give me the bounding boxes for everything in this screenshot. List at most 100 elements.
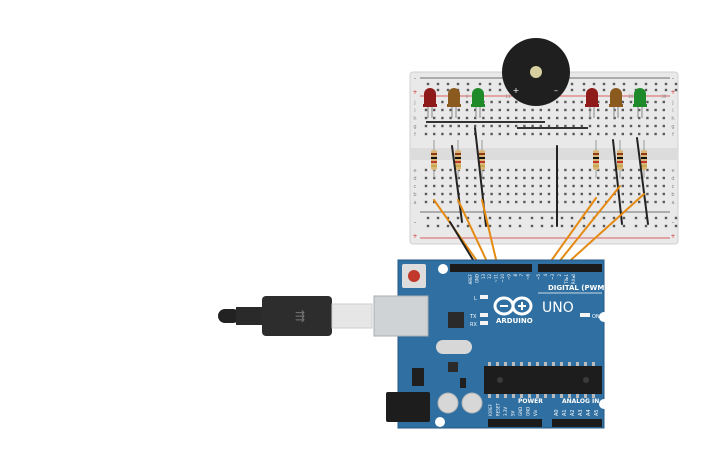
power-pin-label: IOREF [488,403,493,416]
breadboard-hole [424,200,428,204]
breadboard-hole [572,176,575,180]
breadboard-hole [646,132,649,136]
rail-hole [602,82,606,86]
breadboard-hole [531,108,534,112]
row-label: h [413,116,416,122]
breadboard-hole [638,200,641,204]
analog-header [552,419,602,427]
chip-pin [488,394,491,398]
breadboard-hole [498,100,501,104]
breadboard-hole [638,108,641,112]
breadboard-hole [506,108,510,112]
transistor [460,378,466,388]
rail-hole [674,88,678,92]
mounting-hole [599,399,609,409]
breadboard-hole [441,184,444,188]
black-wire [636,137,649,225]
rail-hole [664,88,668,92]
breadboard-hole [654,184,657,188]
digital-pin-label: 7 [519,274,524,277]
rail-hole [488,216,492,220]
breadboard-hole [629,100,633,104]
digital-pin-label: 4 [543,274,548,277]
breadboard-hole [646,168,649,172]
breadboard-hole [646,100,649,104]
breadboard-hole [638,116,641,120]
buzzer-center [530,66,542,78]
row-label: a [413,200,416,206]
power-pin-label: GND [526,407,531,416]
breadboard-hole [539,200,542,204]
breadboard-hole [506,184,510,188]
breadboard-hole [539,116,542,120]
led [423,88,437,118]
breadboard-hole [580,176,583,180]
breadboard-hole [515,100,518,104]
breadboard-hole [482,108,485,112]
breadboard-hole [556,124,559,128]
breadboard-hole [646,176,649,180]
orange-wire [553,185,621,269]
breadboard-hole [547,108,551,112]
power-jack [386,392,430,422]
row-label: e [413,168,416,174]
breadboard-hole [580,192,583,196]
breadboard-hole [638,176,641,180]
chip-dot [497,377,503,383]
breadboard-hole [539,124,542,128]
chip-pin [504,394,507,398]
breadboard-hole [523,132,526,136]
rail-hole [498,88,502,92]
breadboard-hole [588,132,592,136]
led [471,88,485,118]
resistor [431,140,437,178]
resistors [431,140,647,178]
rail-hole [478,216,482,220]
breadboard-hole [654,108,657,112]
breadboard-hole [556,116,559,120]
breadboard-hole [441,192,444,196]
atmega-chip [484,366,602,394]
breadboard-hole [441,116,444,120]
mounting-hole [599,312,609,322]
led [609,88,623,118]
breadboard-hole [646,124,649,128]
breadboard-hole [523,192,526,196]
rail-hole [550,216,554,220]
analog-label: ANALOG IN [562,398,599,405]
breadboard-hole [547,132,551,136]
breadboard-hole [621,192,624,196]
breadboard-hole [564,168,567,172]
breadboard-hole [490,132,493,136]
usb-b-port [373,295,429,337]
row-label: c [414,184,417,190]
usb-plug-body [262,296,332,336]
breadboard-hole [498,124,501,128]
breadboard-hole [621,108,624,112]
resistor [641,140,647,178]
rail-hole [654,216,658,220]
digital-pin-label: ~6 [526,274,531,280]
digital-pin-label: ~10 [500,274,505,283]
analog-pin-label: A2 [570,409,576,416]
capacitor [461,392,483,414]
breadboard-hole [588,168,592,172]
breadboard-hole [441,100,444,104]
breadboard-hole [654,192,657,196]
chip-pin [560,362,563,366]
digital-pin-label: ~3 [550,274,555,280]
breadboard-hole [441,176,444,180]
rail-hole [570,82,574,86]
breadboard-hole [613,168,616,172]
breadboard-hole [490,184,493,188]
rail-hole [456,224,460,228]
breadboard-hole [490,200,493,204]
rail-sign-label: + [670,89,675,96]
usb-plug-metal [331,303,373,329]
breadboard-hole [629,176,633,180]
chip-pin [504,362,507,366]
rail-hole [612,82,616,86]
breadboard-hole [654,132,657,136]
rail-sign-label: - [414,75,416,82]
reset-button-cap[interactable] [408,270,420,282]
